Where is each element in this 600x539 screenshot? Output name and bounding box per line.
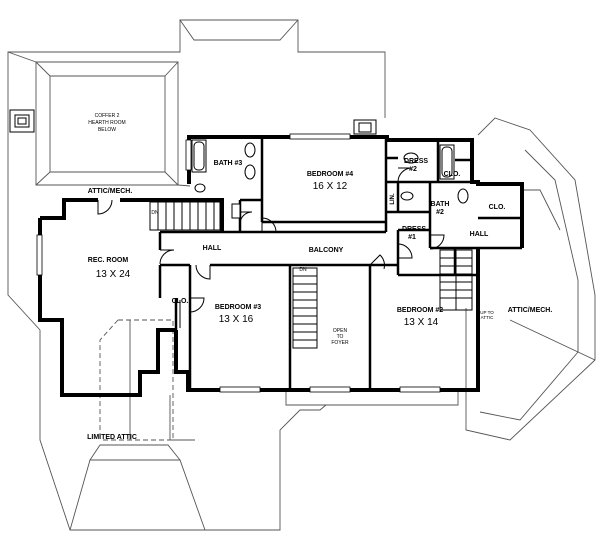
attic-mech-right-label: ATTIC/MECH. [508, 307, 553, 314]
windows [36, 133, 441, 393]
coffer-note-line1: COFFER 2 [95, 113, 120, 119]
bedroom3-name: BEDROOM #3 [215, 304, 261, 311]
hall-right-label: HALL [470, 231, 489, 238]
bath2-fixtures [400, 144, 469, 204]
balcony-label: BALCONY [309, 247, 344, 254]
coffer-note-line2: HEARTH ROOM [88, 120, 125, 126]
dress1-name: DRESS [402, 226, 426, 233]
clo-right-label: CLO. [489, 204, 506, 211]
roof-outline [7, 19, 596, 531]
bath2-num: #2 [436, 209, 444, 216]
stairs-center [292, 267, 318, 349]
stairs-right [439, 249, 473, 311]
bath2-name: BATH [431, 201, 450, 208]
chimney-center [353, 119, 377, 135]
limited-attic-label: LIMITED ATTIC [87, 434, 137, 441]
bath3-label: BATH #3 [214, 160, 243, 167]
interior-walls [158, 137, 522, 390]
rec-room-size: 13 X 24 [96, 269, 131, 280]
clo-left-label: CLO. [172, 298, 189, 305]
bedroom4-name: BEDROOM #4 [307, 171, 353, 178]
bedroom3-size: 13 X 16 [219, 314, 254, 325]
stairs-left [149, 201, 221, 231]
lin-label: LIN. [390, 193, 396, 205]
dress2-num: #2 [409, 166, 417, 173]
rec-room-name: REC. ROOM [88, 257, 129, 264]
up-attic-line1: UP TO [480, 310, 494, 315]
bedroom2-size: 13 X 14 [404, 317, 439, 328]
dress2-name: DRESS [404, 158, 428, 165]
clo-top-label: CLO. [444, 171, 461, 178]
bedroom4-size: 16 X 12 [313, 181, 348, 192]
open-note-line2: TO [337, 334, 344, 340]
up-attic-line2: ATTIC [481, 315, 494, 320]
doors [97, 167, 445, 328]
open-note-line1: OPEN [333, 328, 348, 334]
chimney-left [9, 109, 35, 133]
bath3-fixtures [191, 139, 256, 219]
hall-left-label: HALL [203, 245, 222, 252]
dress1-num: #1 [408, 234, 416, 241]
open-note-line3: FOYER [331, 340, 349, 346]
bedroom2-name: BEDROOM #2 [397, 307, 443, 314]
dn-stair-label: DN [299, 267, 307, 273]
attic-mech-top-label: ATTIC/MECH. [88, 188, 133, 195]
dn-left-label: DN [151, 210, 159, 216]
coffer-note-line3: BELOW [98, 127, 116, 133]
